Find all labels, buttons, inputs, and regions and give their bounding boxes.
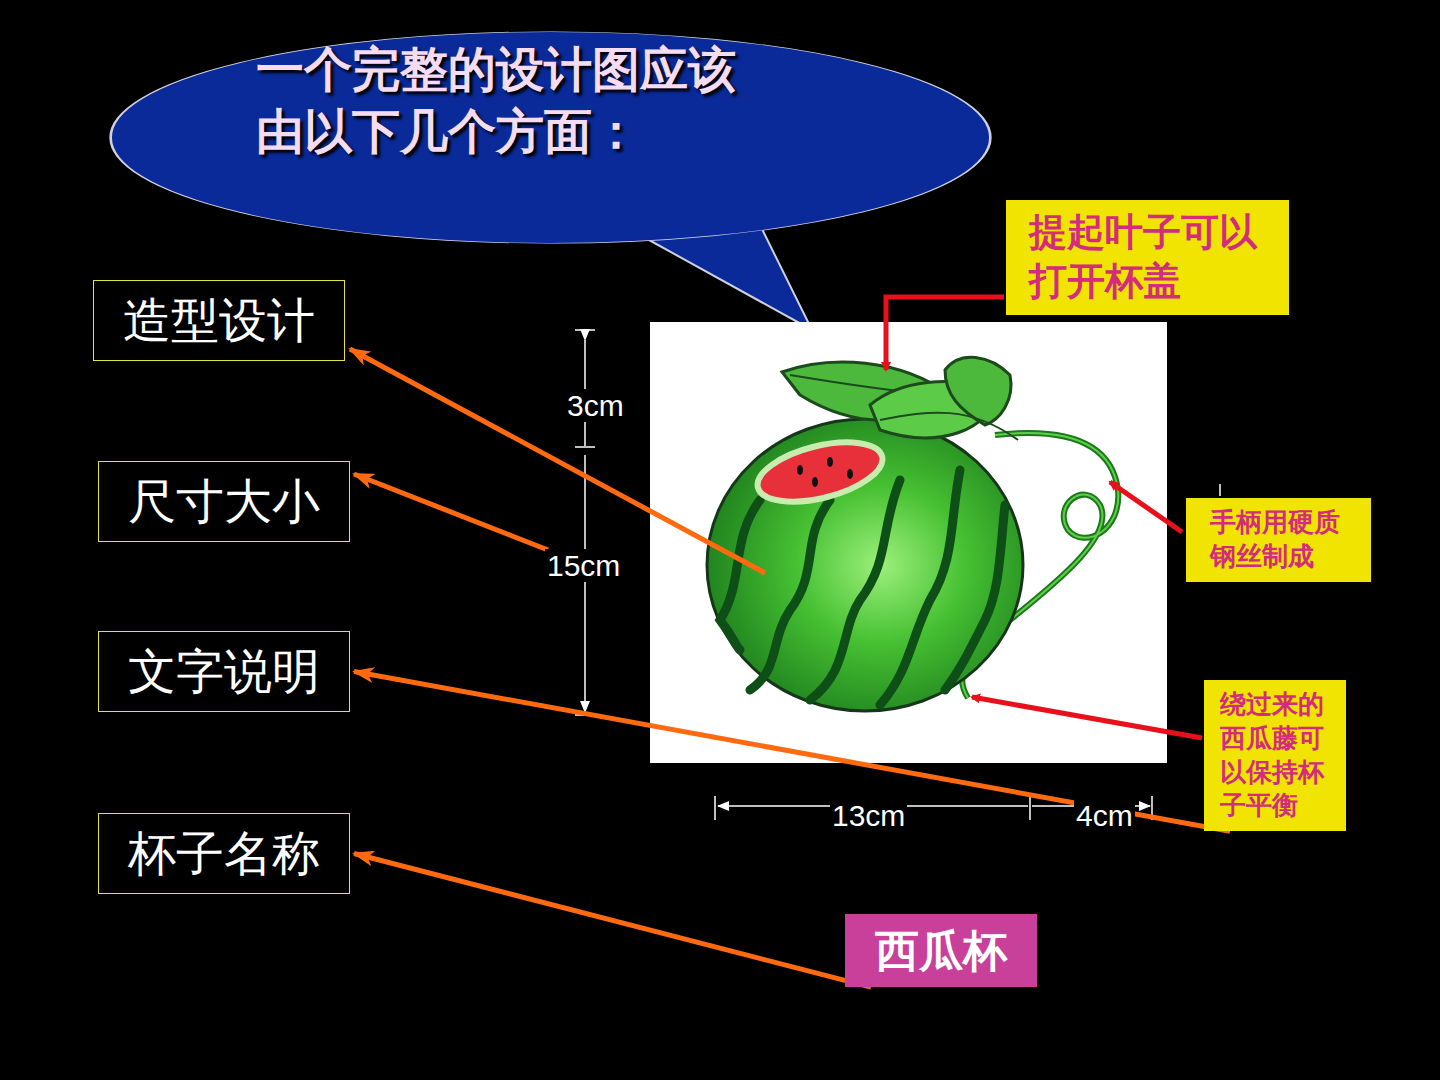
callout-box: 提起叶子可以 打开杯盖 [1006,200,1289,315]
aspect-box: 文字说明 [98,631,350,712]
node-text: 提起叶子可以 打开杯盖 [1029,208,1269,307]
dimension-label: 4cm [1074,799,1135,832]
node-text: 杯子名称 [128,822,320,884]
orange-arrow [354,672,1230,832]
node-text: 造型设计 [123,289,315,351]
node-text: 一个完整的设计图应该 由以下几个方面： [256,38,756,163]
node-text: 尺寸大小 [128,470,320,532]
speech-bubble: 一个完整的设计图应该 由以下几个方面： [108,30,993,245]
aspect-box: 造型设计 [93,280,345,361]
callout-box: 绕过来的 西瓜藤可 以保持杯 子平衡 [1204,680,1346,831]
name-box: 西瓜杯 [845,914,1037,987]
aspect-box: 尺寸大小 [98,461,350,542]
node-text: 文字说明 [128,640,320,702]
node-text: 西瓜杯 [875,922,1007,979]
orange-arrow [354,854,871,988]
dimension-label: 15cm [545,549,622,582]
callout-box: 手柄用硬质 钢丝制成 [1186,498,1371,582]
aspect-box: 杯子名称 [98,813,350,894]
node-text: 绕过来的 西瓜藤可 以保持杯 子平衡 [1220,688,1330,823]
dimension-label: 3cm [565,389,626,422]
node-text: 手柄用硬质 钢丝制成 [1210,506,1350,574]
dimension-label: 13cm [830,799,907,832]
